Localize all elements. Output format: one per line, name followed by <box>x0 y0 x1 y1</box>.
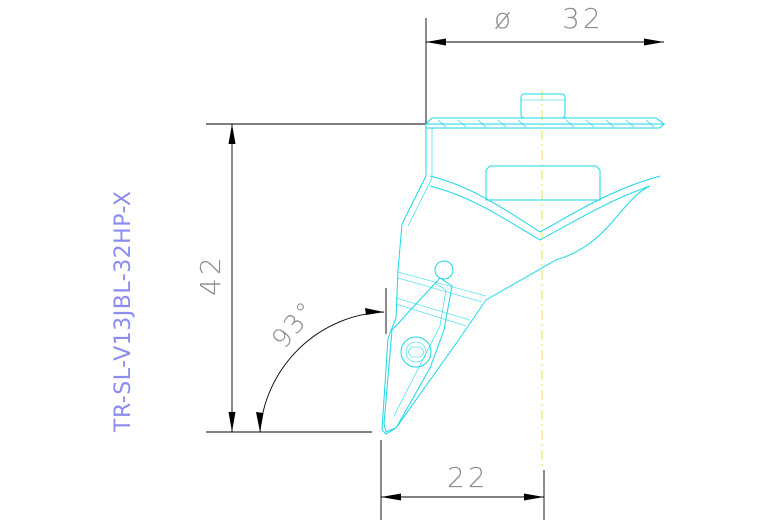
tool-holder <box>381 93 666 435</box>
height-value: 42 <box>194 254 227 296</box>
angle-value: 93° <box>266 295 322 354</box>
angle-dimension: 93° <box>256 288 387 433</box>
diameter-dimension: ø 32 <box>425 2 664 124</box>
diameter-symbol: ø <box>494 2 511 35</box>
height-dimension: 42 <box>194 123 430 433</box>
width-dimension: 22 <box>380 440 545 520</box>
width-value: 22 <box>447 461 489 494</box>
part-code-label: TR-SL-V13JBL-32HP-X <box>111 191 136 433</box>
diameter-value: 32 <box>562 2 604 35</box>
